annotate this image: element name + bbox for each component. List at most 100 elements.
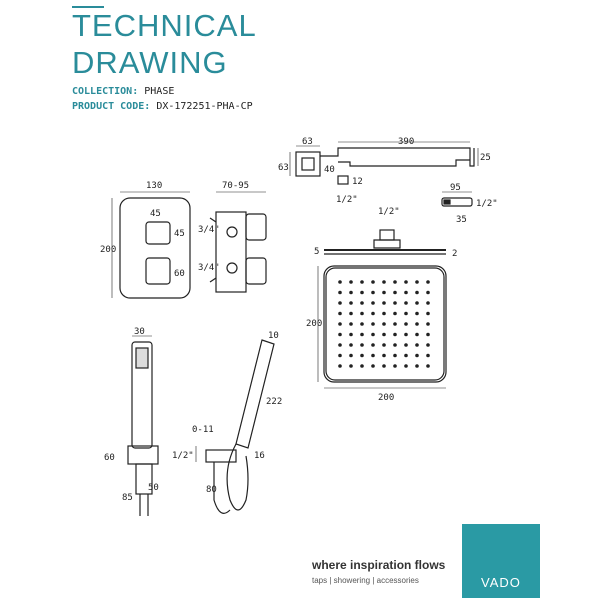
nozzle-dot xyxy=(382,280,386,284)
nozzle-dot xyxy=(338,364,342,368)
nozzle-dot xyxy=(382,353,386,358)
nozzle-dot xyxy=(382,290,386,295)
dim-arm-height: 25 xyxy=(480,153,491,163)
nozzle-dot xyxy=(338,280,342,284)
dim-outlet-range: 0-11 xyxy=(192,425,214,435)
collection-label: COLLECTION: xyxy=(72,86,139,97)
nozzle-dot xyxy=(426,343,430,347)
dim-elbow-w: 95 xyxy=(450,183,461,193)
nozzle-dot xyxy=(426,353,430,358)
dim-head-w: 200 xyxy=(378,393,394,403)
collection-row: COLLECTION: PHASE xyxy=(72,86,174,97)
nozzle-dot xyxy=(415,280,419,284)
valve-side-drawing xyxy=(209,191,267,293)
nozzle-dot xyxy=(349,290,353,295)
dim-head-thickness: 5 xyxy=(314,247,319,257)
nozzle-dot xyxy=(360,364,364,368)
nozzle-dot xyxy=(371,311,375,316)
nozzle-dot xyxy=(371,301,375,305)
nozzle-dot xyxy=(360,311,364,316)
wall-block xyxy=(295,151,321,177)
nozzle-dot xyxy=(349,280,353,284)
footer-tagline: where inspiration flows xyxy=(312,558,446,572)
nozzle-dot xyxy=(371,332,375,337)
nozzle-dot xyxy=(415,290,419,295)
dim-hose-d: 10 xyxy=(268,331,279,341)
dim-valve-thread-top: 3/4" xyxy=(198,225,220,235)
nozzle-dot xyxy=(338,290,342,295)
dim-valve-h: 200 xyxy=(100,245,116,255)
nozzle-dot xyxy=(426,364,430,368)
nozzle-dot xyxy=(349,353,353,358)
dim-bracket-w: 85 xyxy=(122,493,133,503)
dim-wall-block-d: 40 xyxy=(324,165,335,175)
nozzle-dot xyxy=(426,280,430,284)
dim-handle-top-w: 45 xyxy=(150,209,161,219)
nozzle-dot xyxy=(371,364,375,368)
handset-front xyxy=(127,335,159,516)
nozzle-dot xyxy=(371,322,375,326)
page-title-line1: TECHNICAL xyxy=(72,8,257,43)
nozzle-dot xyxy=(382,311,386,316)
nozzle-dot xyxy=(338,343,342,347)
nozzle-dot xyxy=(415,343,419,347)
dim-valve-w: 130 xyxy=(146,181,162,191)
nozzle-dot xyxy=(371,353,375,358)
brand-name: VADO xyxy=(481,575,521,590)
dim-handle-bot-h: 60 xyxy=(174,269,185,279)
nozzle-dot xyxy=(404,301,408,305)
nozzle-dot xyxy=(349,322,353,326)
nozzle-dot xyxy=(404,332,408,337)
dim-handset-w: 30 xyxy=(134,327,145,337)
nozzle-dot xyxy=(338,322,342,326)
dim-outlet-thread: 1/2" xyxy=(172,451,194,461)
dim-valve-thread-bot: 3/4" xyxy=(198,263,220,273)
nozzle-dot xyxy=(338,332,342,337)
nozzle-dot xyxy=(415,353,419,358)
dim-valve-depth: 70-95 xyxy=(222,181,249,191)
nozzle-dot xyxy=(393,353,397,358)
nozzle-dot xyxy=(349,311,353,316)
dim-arm-width: 390 xyxy=(398,137,414,147)
nozzle-dot xyxy=(360,280,364,284)
dim-head-edge: 2 xyxy=(452,249,457,259)
nozzle-dot xyxy=(349,332,353,337)
nozzle-dot xyxy=(393,311,397,316)
dim-wall-block-h: 63 xyxy=(278,163,289,173)
dim-bracket-inner: 50 xyxy=(148,483,159,493)
nozzle-dot xyxy=(415,301,419,305)
nozzle-dot xyxy=(426,301,430,305)
nozzle-dot xyxy=(404,343,408,347)
shower-head-face xyxy=(317,265,447,389)
vado-logo: VADO xyxy=(462,524,540,598)
nozzle-dot xyxy=(426,322,430,326)
nozzle-dot xyxy=(349,364,353,368)
dim-handle-top-h: 45 xyxy=(174,229,185,239)
wall-elbow xyxy=(441,197,473,207)
nozzle-dot xyxy=(338,353,342,358)
nozzle-dot xyxy=(382,332,386,337)
footer-subline: taps | showering | accessories xyxy=(312,576,419,585)
nozzle-dot xyxy=(360,301,364,305)
nozzle-dot xyxy=(382,301,386,305)
nozzle-dot xyxy=(371,343,375,347)
nozzle-dot xyxy=(393,322,397,326)
nozzle-dot xyxy=(382,322,386,326)
page-title-line2: DRAWING xyxy=(72,45,228,80)
shower-arm-drawing xyxy=(295,147,475,207)
nozzle-dot xyxy=(393,290,397,295)
nozzle-dot xyxy=(393,343,397,347)
dim-head-h: 200 xyxy=(306,319,322,329)
shower-head-nozzles xyxy=(338,280,430,368)
nozzle-dot xyxy=(426,290,430,295)
nozzle-dot xyxy=(393,280,397,284)
nozzle-dot xyxy=(404,364,408,368)
product-code-row: PRODUCT CODE: DX-172251-PHA-CP xyxy=(72,101,253,112)
nozzle-dot xyxy=(360,322,364,326)
nozzle-dot xyxy=(415,332,419,337)
nozzle-dot xyxy=(404,353,408,358)
dim-wall-block-w: 63 xyxy=(302,137,313,147)
product-code-value: DX-172251-PHA-CP xyxy=(156,101,253,112)
nozzle-dot xyxy=(371,290,375,295)
nozzle-dot xyxy=(360,290,364,295)
